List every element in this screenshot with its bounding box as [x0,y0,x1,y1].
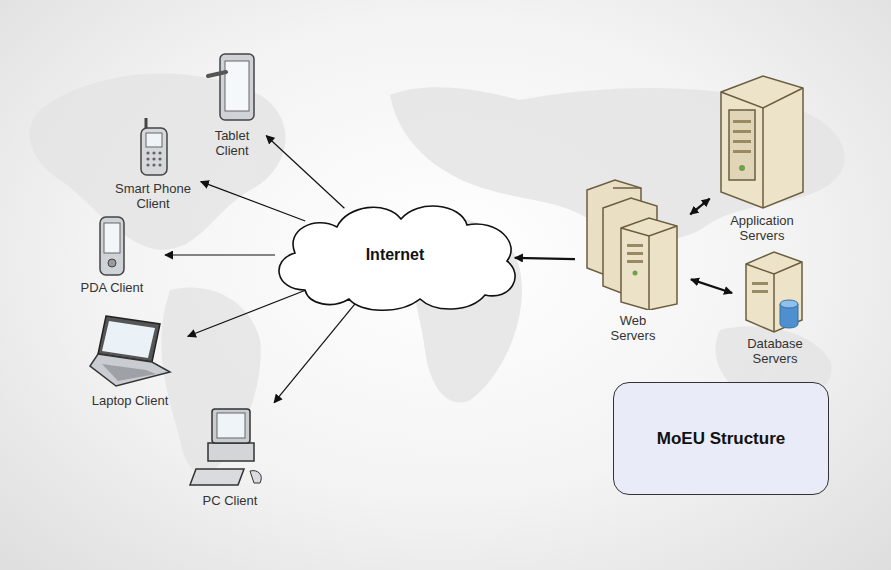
internet-cloud: Internet [265,195,525,315]
pda-icon [98,215,126,277]
db-icon [740,248,810,333]
pc-drawing [188,405,273,490]
tablet-icon [206,50,258,125]
app-icon [717,70,807,210]
cloud-text-holder: Internet [265,195,525,315]
laptop-client: Laptop Client [75,310,185,408]
arrow-connector [201,182,305,221]
client-label: Smart Phone Client [108,181,198,211]
cloud-label: Internet [366,246,425,264]
app-drawing [717,70,807,210]
pda-client: PDA Client [62,215,162,295]
arrow-connector [188,290,307,337]
arrow-connector [274,304,355,403]
box-label: MoEU Structure [657,429,785,449]
phone-icon [136,116,171,178]
tablet-drawing [206,50,258,125]
pda-drawing [98,215,126,277]
arrow-connector [266,136,344,209]
smartphone-client: Smart Phone Client [108,116,198,211]
web-icon [581,178,686,310]
tablet-client: Tablet Client [200,50,264,158]
arrow-connector [690,199,709,215]
client-label: Application Servers [719,213,805,243]
web-drawing [581,178,686,310]
title-box: MoEU Structure [613,382,829,495]
database-servers: Database Servers [735,248,815,366]
laptop-icon [88,310,173,390]
phone-drawing [136,116,171,178]
pc-client: PC Client [180,405,280,508]
arrow-connector [691,279,732,293]
arrow-connector [165,254,275,255]
client-label: Web Servers [602,313,664,343]
application-servers: Application Servers [712,70,812,243]
db-drawing [740,248,810,333]
pc-icon [188,405,273,490]
arrow-connector [515,258,575,259]
cloud-outline [279,206,515,310]
client-label: Tablet Client [200,128,264,158]
client-label: Laptop Client [75,393,185,408]
client-label: PDA Client [62,280,162,295]
client-label: Database Servers [739,336,811,366]
client-label: PC Client [180,493,280,508]
web-servers: Web Servers [578,178,688,343]
laptop-drawing [88,310,173,390]
